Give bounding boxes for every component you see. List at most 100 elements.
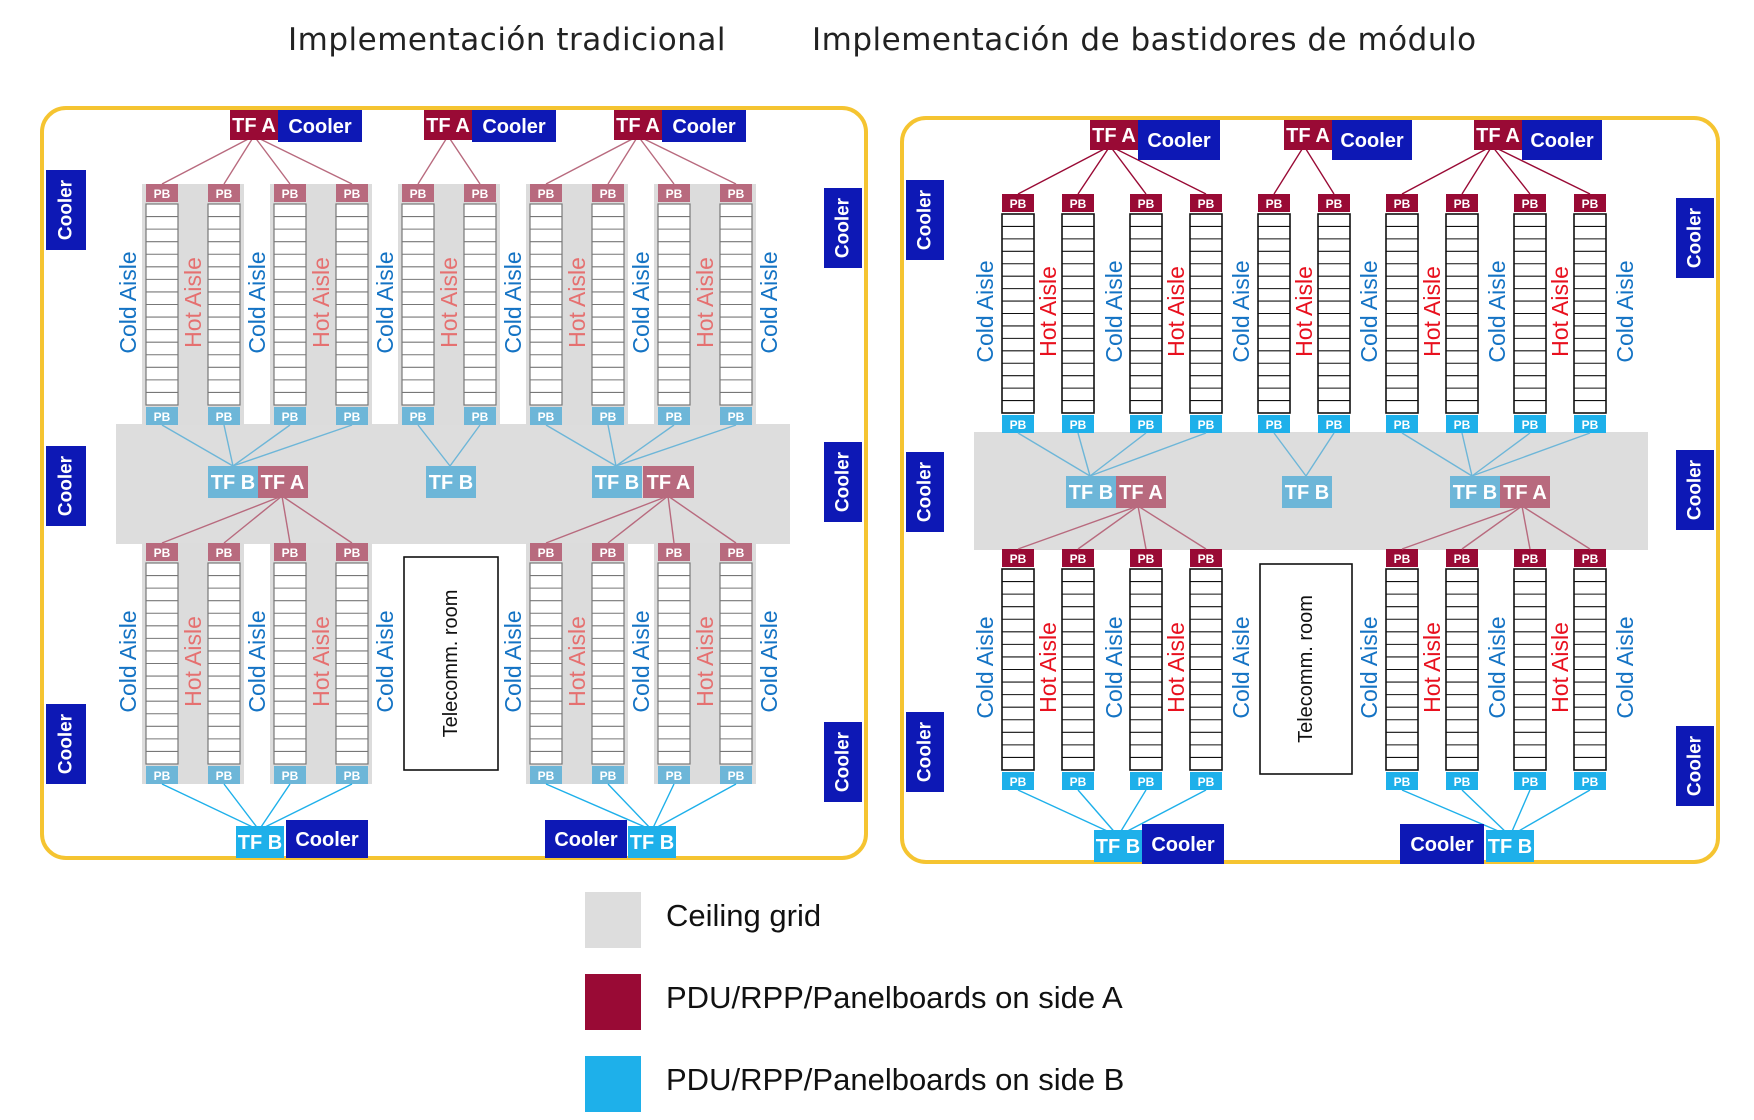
feeder-line xyxy=(1077,789,1119,837)
panelboard-b xyxy=(464,407,496,425)
panelboard-a xyxy=(1130,194,1162,212)
panelboard-b-label: PB xyxy=(1454,775,1471,789)
feeder-line xyxy=(1401,432,1473,477)
feeder-line xyxy=(447,135,481,185)
title-module-racks: Implementación de bastidores de módulo xyxy=(812,22,1477,58)
cooler xyxy=(906,712,944,792)
panelboard-b-label: PB xyxy=(1138,418,1155,432)
legend-label-side-a: PDU/RPP/Panelboards on side A xyxy=(666,980,1123,1015)
hot-aisle-label: Hot Aisle xyxy=(1419,266,1445,357)
feeder-line xyxy=(1077,432,1091,477)
feeder-line xyxy=(1509,789,1531,837)
cold-aisle-label: Cold Aisle xyxy=(1484,616,1510,718)
feeder-line xyxy=(1109,145,1207,195)
panelboard-a-label: PB xyxy=(1326,197,1343,211)
panelboard-a-label: PB xyxy=(538,187,555,201)
feeder-line xyxy=(637,135,737,185)
tf-a-label: TF A xyxy=(1092,125,1136,147)
panelboard-b xyxy=(530,766,562,784)
cooler-label: Cooler xyxy=(833,197,854,258)
panelboard-b-label: PB xyxy=(1522,775,1539,789)
panelboard-a xyxy=(1062,549,1094,567)
feeder-line xyxy=(545,424,617,467)
panelboard-b-label: PB xyxy=(1522,418,1539,432)
cooler xyxy=(824,722,862,802)
panelboard-b xyxy=(720,766,752,784)
feeder-line xyxy=(651,783,737,831)
tf-a-label: TF A xyxy=(1503,482,1547,504)
cooler-label: Cooler xyxy=(554,829,618,851)
feeder-line xyxy=(223,424,234,467)
panelboard-b xyxy=(1130,415,1162,433)
panelboard-b xyxy=(658,407,690,425)
tf-b-label: TF B xyxy=(1096,836,1140,858)
panelboard-a xyxy=(274,184,306,202)
cooler xyxy=(278,110,362,142)
cooler-label: Cooler xyxy=(295,829,359,851)
panelboard-b xyxy=(336,407,368,425)
feeder-line xyxy=(258,783,353,831)
panelboard-a xyxy=(1190,549,1222,567)
panelboard-a-label: PB xyxy=(1138,552,1155,566)
cooler xyxy=(472,110,556,142)
panelboard-a-label: PB xyxy=(1454,552,1471,566)
feeder-line xyxy=(1401,145,1493,195)
panelboard-a xyxy=(1574,549,1606,567)
panelboard-a xyxy=(1574,194,1606,212)
panelboard-a xyxy=(1446,549,1478,567)
feeder-line xyxy=(615,424,675,467)
panelboard-b-label: PB xyxy=(154,410,171,424)
feeder-line xyxy=(1273,145,1305,195)
panelboard-a-label: PB xyxy=(1266,197,1283,211)
panelboard-a xyxy=(402,184,434,202)
tf-a xyxy=(1500,476,1550,508)
panelboard-b-label: PB xyxy=(1010,418,1027,432)
cooler-label: Cooler xyxy=(1410,834,1474,856)
legend-swatch-ceiling-grid xyxy=(585,892,641,948)
panelboard-a xyxy=(530,184,562,202)
panelboard-b-label: PB xyxy=(1326,418,1343,432)
cooler xyxy=(824,442,862,522)
panelboard-b-label: PB xyxy=(1070,775,1087,789)
panelboard-a-label: PB xyxy=(344,546,361,560)
feeder-line xyxy=(281,495,291,544)
feeder-line xyxy=(1273,432,1307,477)
feeder-line xyxy=(223,495,283,544)
panelboard-a xyxy=(1318,194,1350,212)
feeder-line xyxy=(258,783,291,831)
panelboard-a xyxy=(336,184,368,202)
feeder-line xyxy=(1521,505,1531,550)
hot-aisle-label: Hot Aisle xyxy=(180,616,206,707)
panelboard-a-label: PB xyxy=(216,187,233,201)
feeder-line xyxy=(1401,505,1523,550)
feeder-line xyxy=(417,424,451,467)
panelboard-a xyxy=(530,543,562,561)
cold-aisle-label: Cold Aisle xyxy=(244,251,270,353)
tf-a xyxy=(1116,476,1166,508)
feeder-line xyxy=(637,135,675,185)
tf-a xyxy=(614,110,662,140)
cooler xyxy=(46,170,86,250)
panelboard-a-label: PB xyxy=(728,187,745,201)
feeder-line xyxy=(232,424,353,467)
panelboard-b xyxy=(1386,772,1418,790)
feeder-line xyxy=(232,424,291,467)
telecomm-room-label: Telecomm. room xyxy=(440,590,462,738)
feeder-line xyxy=(161,495,283,544)
cooler xyxy=(662,110,746,142)
hot-aisle-label: Hot Aisle xyxy=(1547,622,1573,713)
cold-aisle-label: Cold Aisle xyxy=(1484,260,1510,362)
cooler xyxy=(906,180,944,260)
panelboard-a xyxy=(1514,549,1546,567)
feeder-line xyxy=(1509,789,1591,837)
panelboard-a-label: PB xyxy=(1198,197,1215,211)
hot-aisle-label: Hot Aisle xyxy=(1163,266,1189,357)
panelboard-a xyxy=(720,543,752,561)
feeder-line xyxy=(253,135,353,185)
panelboard-b-label: PB xyxy=(1198,418,1215,432)
feeder-line xyxy=(1471,432,1531,477)
feeder-line xyxy=(1109,145,1147,195)
panelboard-b-label: PB xyxy=(1070,418,1087,432)
cooler-label: Cooler xyxy=(833,451,854,512)
hot-aisle-label: Hot Aisle xyxy=(692,616,718,707)
